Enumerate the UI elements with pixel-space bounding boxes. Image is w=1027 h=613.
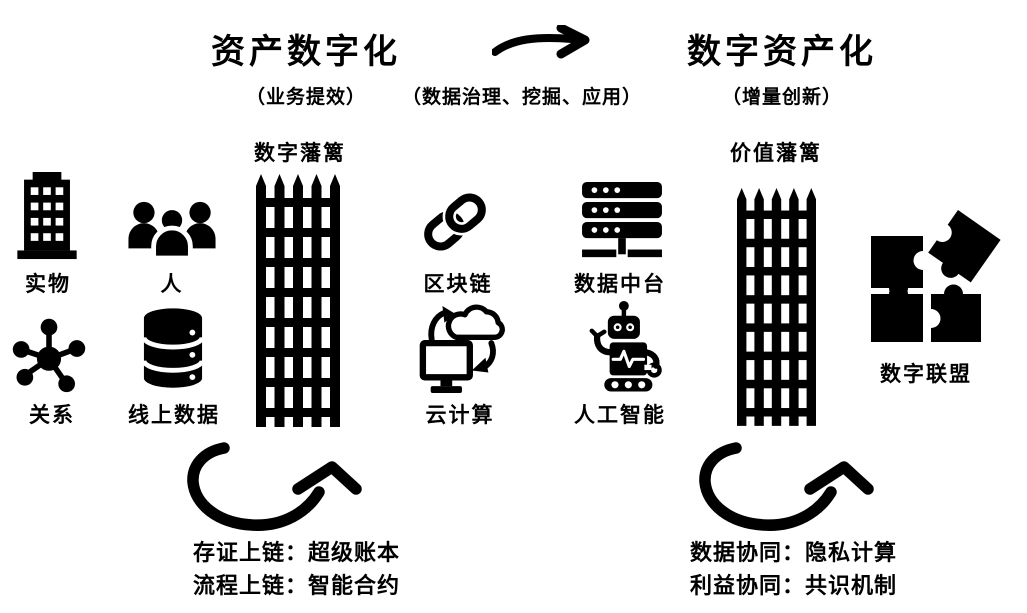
database-label: 线上数据 [128,403,220,427]
bottom-right-line1: 数据协同：隐私计算 [690,540,898,565]
cycle-arrow-right-icon [698,441,878,536]
blockchain-label: 区块链 [423,272,493,296]
cloud-computing-label: 云计算 [425,403,495,427]
title-digital-assetization: 数字资产化 [687,34,877,71]
value-fence-icon [737,180,816,432]
bottom-right-notes: 数据协同：隐私计算 利益协同：共识机制 [690,536,897,602]
cloud-computing-icon [417,302,505,395]
robot-icon [582,300,664,392]
digital-fence-icon [256,172,340,427]
puzzle-label: 数字联盟 [880,362,972,386]
value-fence-label: 价值藩篱 [730,141,822,165]
title-asset-digitization: 资产数字化 [211,34,401,71]
server-stack-label: 数据中台 [574,272,666,296]
puzzle-icon [864,210,1004,360]
flow-arrow-icon [492,25,592,71]
building-icon [16,172,78,260]
cycle-arrow-left-icon [186,441,366,536]
digital-fence-label: 数字藩篱 [254,141,346,165]
bottom-left-notes: 存证上链：超级账本 流程上链：智能合约 [193,536,400,602]
blockchain-icon [419,186,491,258]
bottom-left-line2: 流程上链：智能合约 [193,573,401,598]
network-icon [10,316,88,394]
bottom-left-line1: 存证上链：超级账本 [193,540,401,565]
people-label: 人 [160,272,184,296]
middle-note-data-governance: （数据治理、挖掘、应用） [401,87,642,108]
database-icon [142,308,204,392]
server-stack-icon [578,182,666,260]
bottom-right-line2: 利益协同：共识机制 [690,573,898,598]
robot-label: 人工智能 [574,403,666,427]
subtitle-incremental-innovation: （增量创新） [721,87,842,108]
subtitle-business-efficiency: （业务提效） [245,87,366,108]
building-label: 实物 [25,272,71,296]
people-icon [126,198,218,258]
network-label: 关系 [29,403,75,427]
